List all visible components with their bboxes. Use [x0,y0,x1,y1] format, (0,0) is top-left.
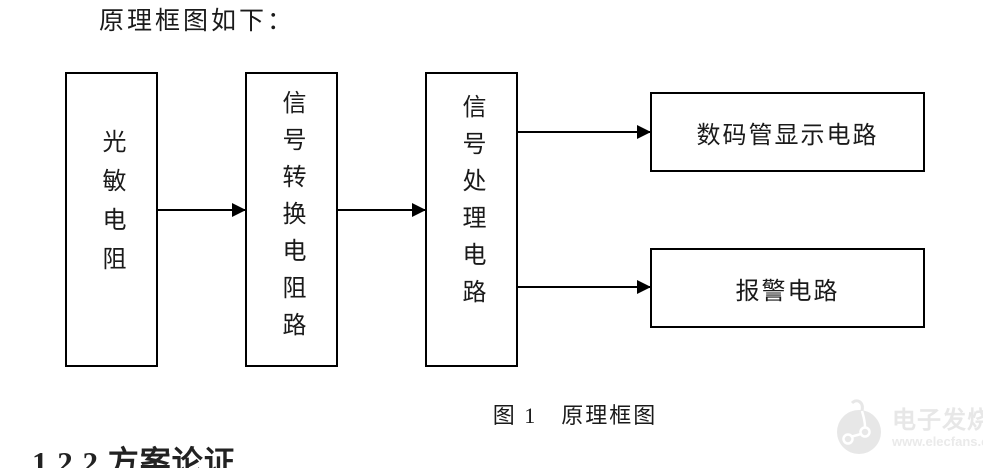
figure-caption: 图 1 原理框图 [492,403,658,428]
block-photoresistor: 光敏电阻 [65,72,158,367]
section-heading: 1.2.2 方案论证 [32,445,236,468]
block-photoresistor-label: 光敏电阻 [98,128,124,285]
block-alarm-circuit: 报警电路 [650,248,925,328]
elecfans-logo-icon [832,396,888,461]
block-display-circuit-label: 数码管显示电路 [696,122,879,149]
arrow-processing-to-display [516,125,651,139]
arrow-conversion-to-processing [337,203,426,217]
watermark-brand: 电子发烧友 [892,408,983,434]
block-signal-processing-label: 信号处理电路 [458,93,484,316]
block-display-circuit: 数码管显示电路 [650,92,925,172]
arrow-photoresistor-to-conversion [157,203,246,217]
watermark-site: www.elecfans.com [892,434,983,449]
watermark: 电子发烧友 www.elecfans.com [832,396,983,461]
block-alarm-circuit-label: 报警电路 [735,278,840,305]
arrow-processing-to-alarm [516,280,651,294]
intro-text: 原理框图如下： [99,8,296,35]
watermark-text: 电子发烧友 www.elecfans.com [892,408,983,449]
block-signal-processing: 信号处理电路 [425,72,518,367]
block-signal-conversion-label: 信号转换电阻路 [278,90,304,349]
block-signal-conversion: 信号转换电阻路 [245,72,338,367]
